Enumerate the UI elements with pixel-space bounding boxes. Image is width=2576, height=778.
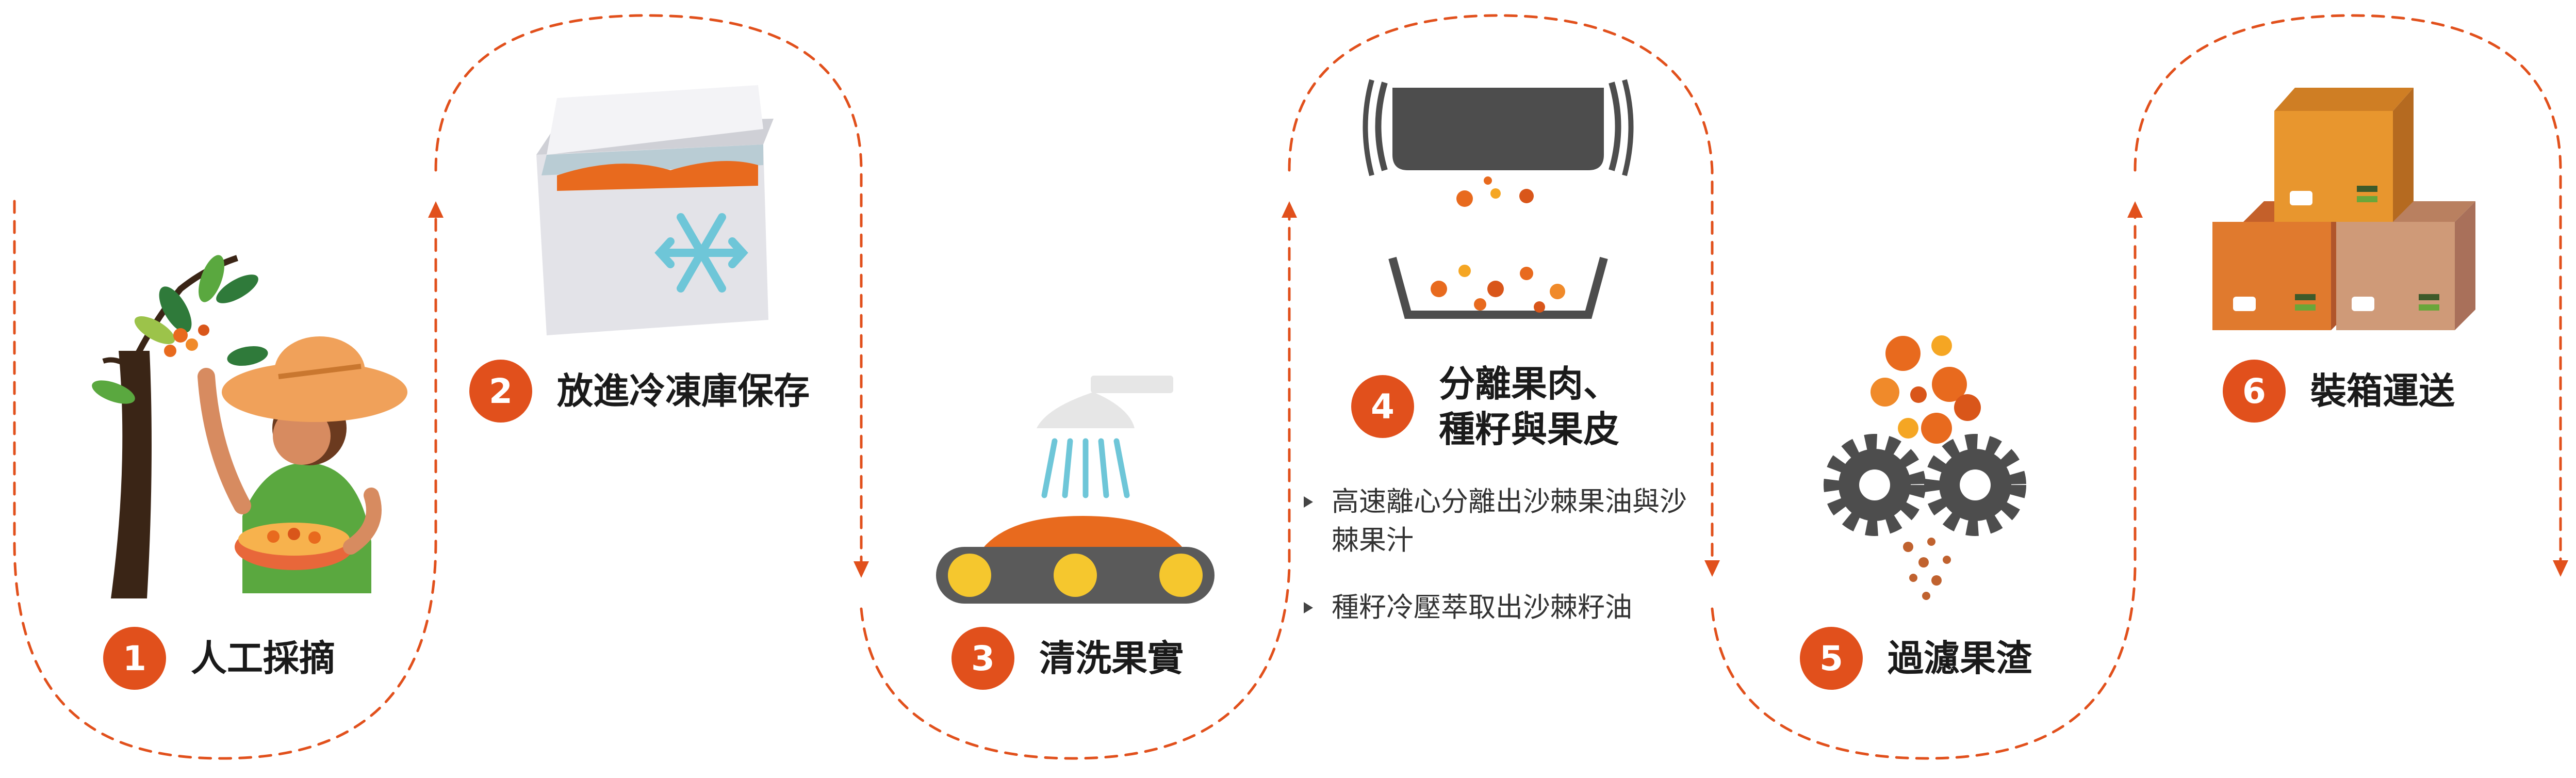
step-5-badge: 5 — [1800, 627, 1863, 690]
step-6: 6 裝箱運送 — [2223, 360, 2455, 423]
filter-gears-icon — [1824, 335, 2026, 600]
step-2-title: 放進冷凍庫保存 — [557, 370, 810, 412]
step-1-title: 人工採摘 — [191, 637, 335, 679]
step-2: 2 放進冷凍庫保存 — [469, 360, 810, 423]
step-5: 5 過濾果渣 — [1800, 627, 2032, 690]
freezer-icon — [536, 85, 774, 335]
washing-conveyor-icon — [936, 376, 1215, 604]
step-4: 4 分離果肉、 種籽與果皮 — [1351, 361, 1619, 452]
step-3: 3 清洗果實 — [951, 627, 1184, 690]
shipping-boxes-icon — [2212, 88, 2475, 330]
step-3-badge: 3 — [951, 627, 1014, 690]
step-1-badge: 1 — [103, 627, 166, 690]
step-6-badge: 6 — [2223, 360, 2286, 423]
step-5-title: 過濾果渣 — [1888, 637, 2032, 679]
step-1: 1 人工採摘 — [103, 627, 335, 690]
detail-item: 高速離心分離出沙棘果油與沙棘果汁 — [1300, 482, 1692, 560]
flow-path — [13, 14, 2562, 760]
step-4-title: 分離果肉、 種籽與果皮 — [1439, 363, 1619, 450]
centrifuge-bowls-icon — [1363, 79, 1634, 319]
step-4-details: 高速離心分離出沙棘果油與沙棘果汁 種籽冷壓萃取出沙棘籽油 — [1300, 482, 1692, 655]
step-6-title: 裝箱運送 — [2310, 370, 2455, 412]
flow-arrowheads — [428, 201, 2568, 578]
step-3-title: 清洗果實 — [1039, 637, 1184, 679]
step-4-badge: 4 — [1351, 375, 1414, 438]
step-2-badge: 2 — [469, 360, 532, 423]
berry-picker-illustration — [92, 255, 407, 598]
detail-item: 種籽冷壓萃取出沙棘籽油 — [1300, 588, 1692, 627]
